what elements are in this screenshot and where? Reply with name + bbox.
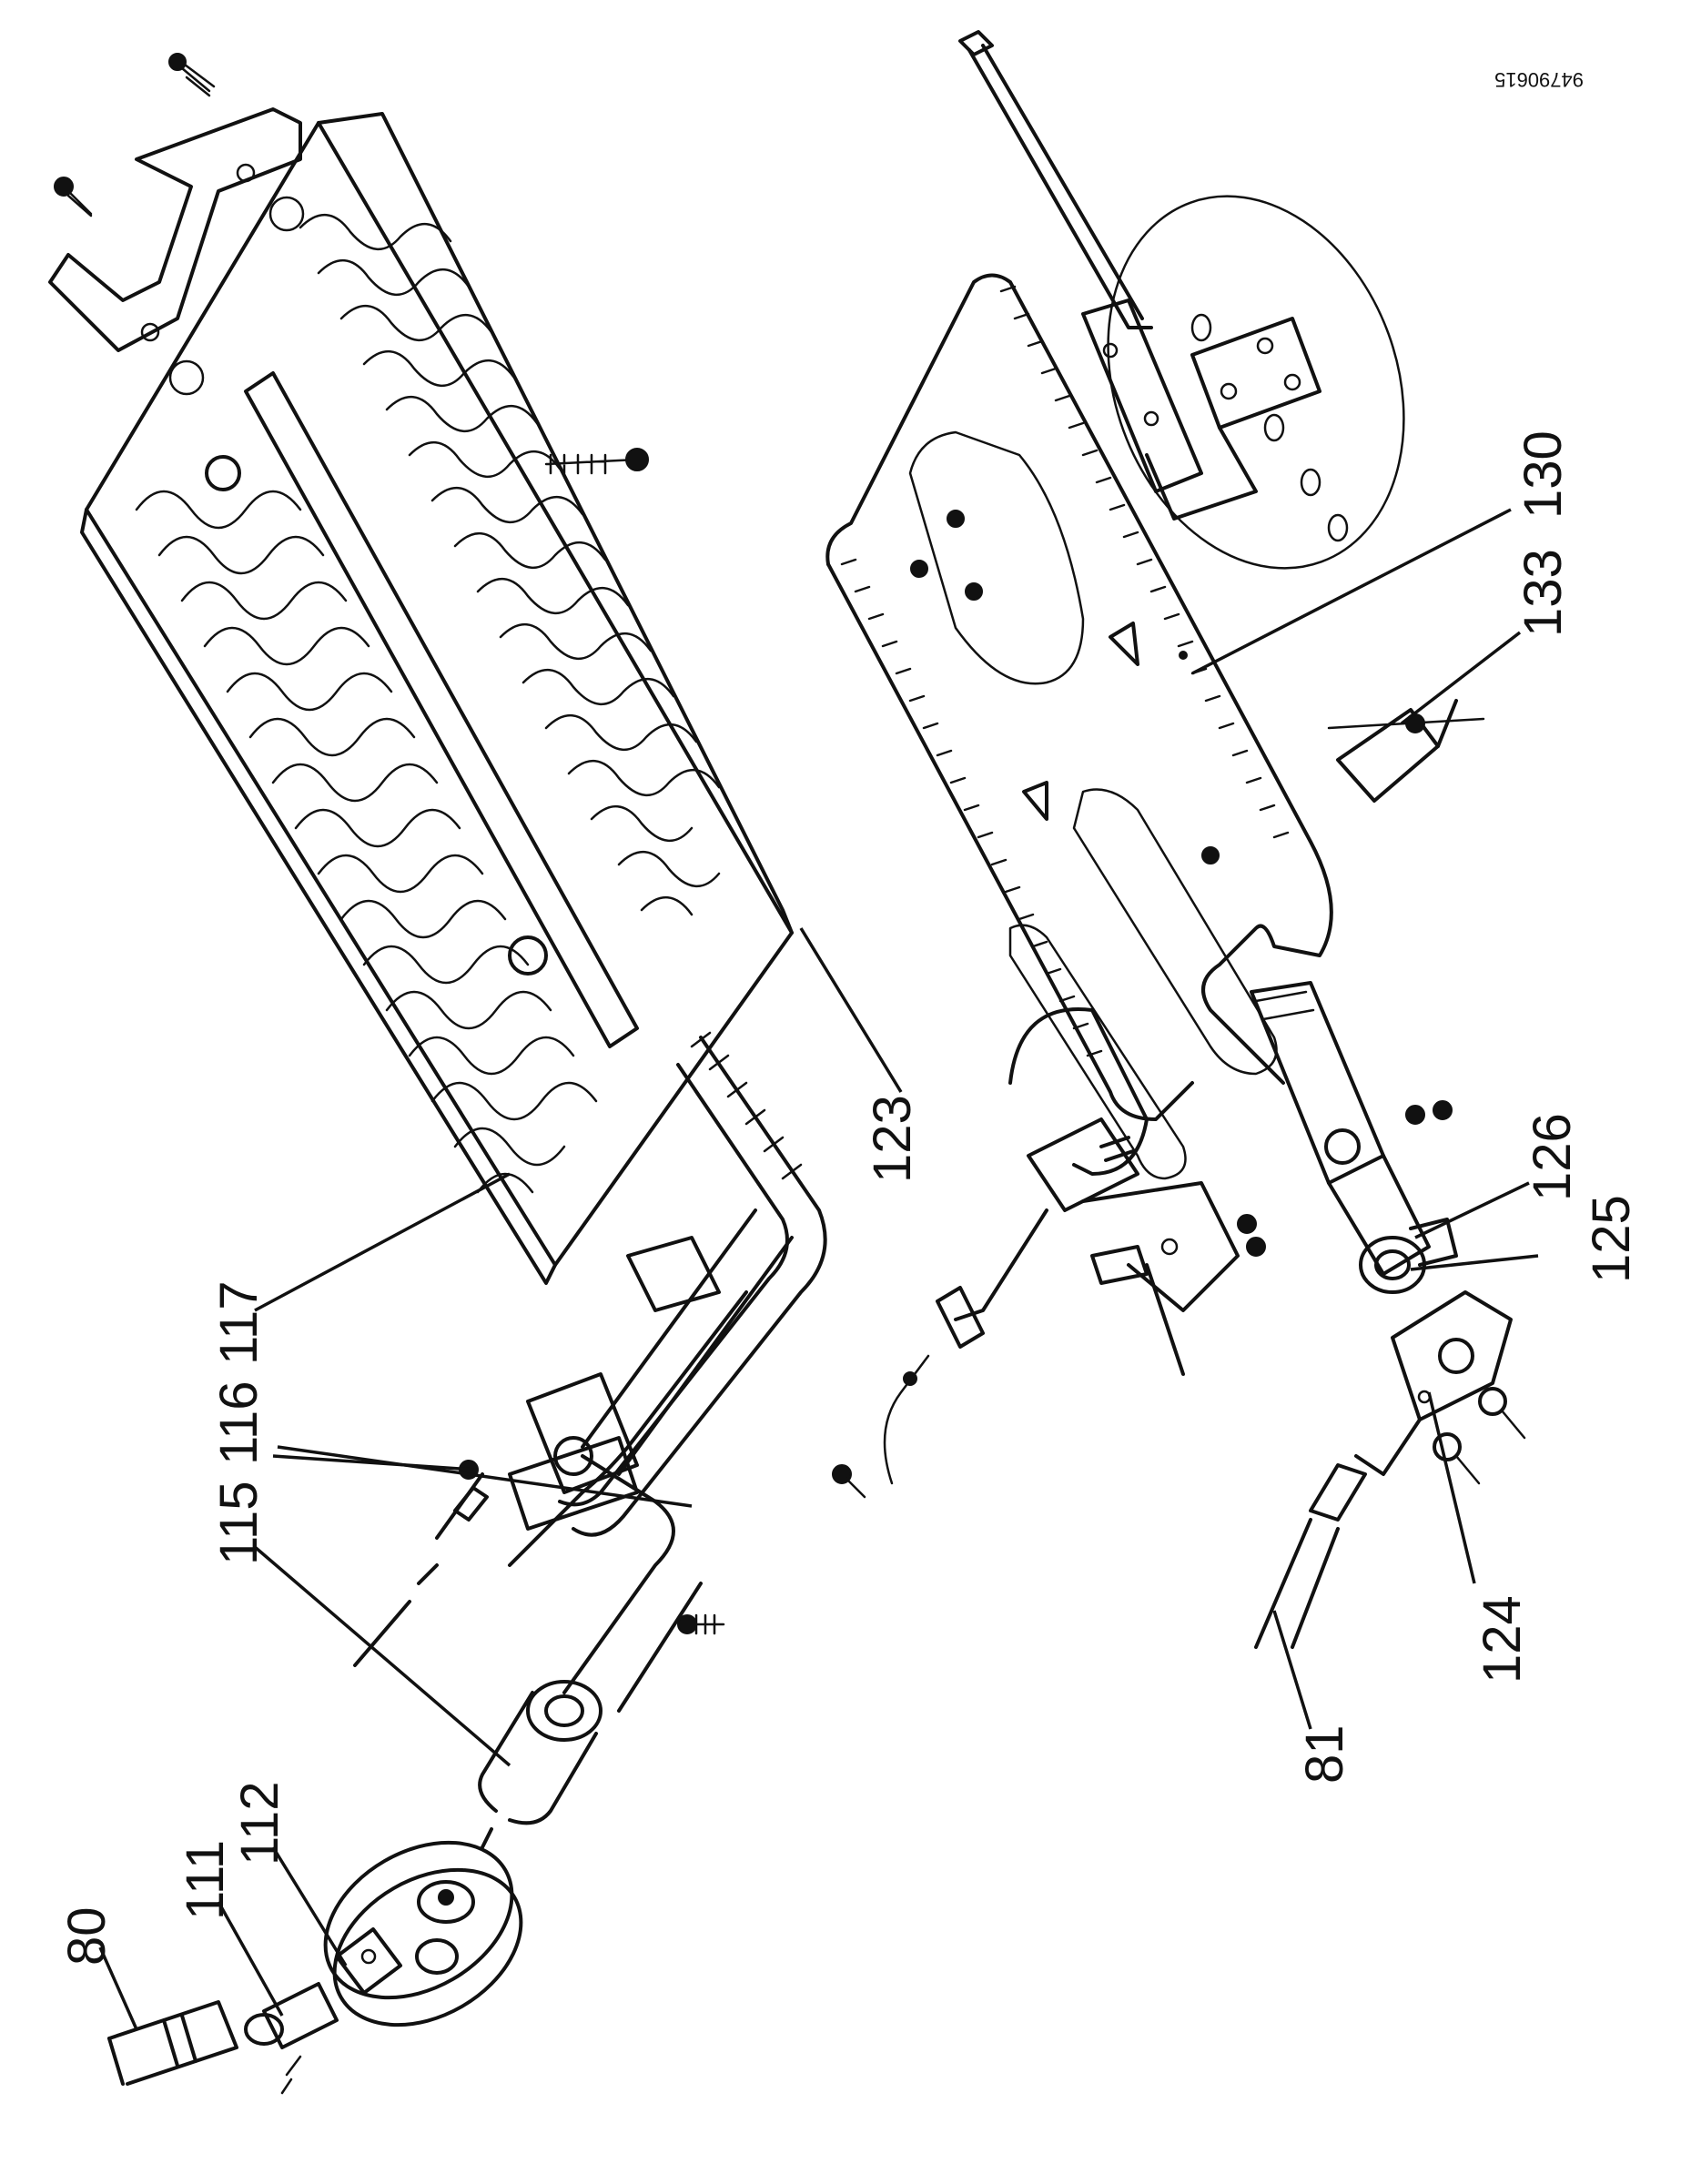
- control-valve-112: [323, 1840, 523, 2027]
- callout-123: 123: [863, 1095, 922, 1183]
- pilot-tube-115: [353, 1472, 489, 1667]
- igniter-133: [1327, 699, 1485, 803]
- callout-126: 126: [1523, 1113, 1582, 1201]
- fitting-screws: [1433, 1387, 1526, 1485]
- support-rod: [958, 30, 1153, 329]
- gas-valve-fitting-126: [1359, 1218, 1458, 1294]
- bracket-screw-top: [168, 53, 216, 97]
- mounting-bracket: [48, 107, 302, 352]
- document-number: 94790615: [1494, 68, 1584, 91]
- inlet-hose-80: [107, 2000, 238, 2086]
- callout-117: 117: [209, 1281, 268, 1365]
- rear-bracket: [1081, 298, 1203, 493]
- gas-hose-81: [1254, 1463, 1367, 1649]
- callout-115: 115: [209, 1481, 268, 1565]
- lower-burner-tube: [562, 1208, 794, 1713]
- callout-81: 81: [1295, 1724, 1354, 1784]
- callout-112: 112: [230, 1782, 289, 1866]
- callout-125: 125: [1582, 1195, 1641, 1283]
- small-washers: [1237, 1100, 1453, 1257]
- leader-lines: [98, 508, 1539, 2030]
- heat-shield-disc: [1107, 195, 1405, 570]
- burner-grate-assembly: [80, 112, 794, 1285]
- bracket-screw-left: [54, 177, 93, 217]
- lower-screw: [677, 1613, 725, 1635]
- callout-80: 80: [57, 1906, 116, 1966]
- hinge-bracket: [1145, 317, 1321, 521]
- burner-inlet-tube: [1250, 981, 1431, 1276]
- electrode-wire: [883, 1208, 1048, 1485]
- callout-124: 124: [1473, 1595, 1532, 1684]
- venturi-tube: [478, 1680, 602, 1849]
- grate-screw: [544, 448, 649, 475]
- callout-133: 133: [1514, 549, 1573, 637]
- callout-labels: 80 111 112 115 116 117 123 130 133 126 1…: [57, 430, 1641, 1966]
- callout-111: 111: [176, 1840, 235, 1920]
- callout-130: 130: [1514, 430, 1573, 519]
- inlet-fitting-111: [244, 1982, 339, 2095]
- callout-116: 116: [209, 1381, 268, 1465]
- burner-base-130: [825, 273, 1333, 1180]
- small-screw: [832, 1464, 866, 1499]
- pilot-bracket: [1008, 1007, 1240, 1376]
